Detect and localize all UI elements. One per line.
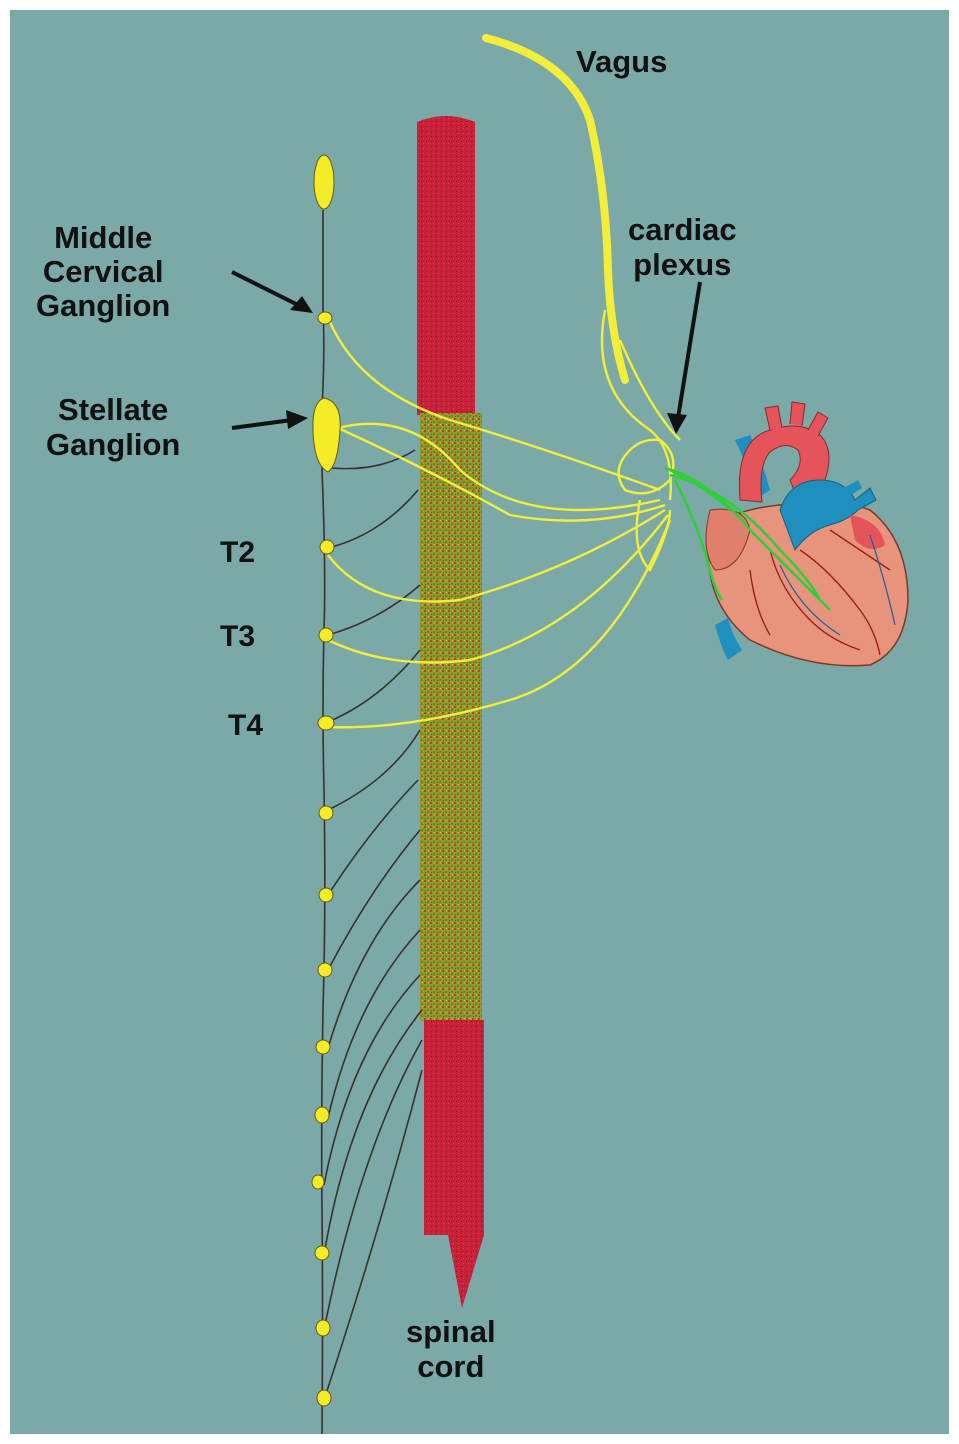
cardiac-nerves [328,310,680,727]
cardiac-nerve [328,520,670,727]
label-cardiac-plexus-line2: plexus [628,249,737,280]
label-middle-cervical-line3: Ganglion [36,290,170,321]
ramus [328,730,420,810]
arrow-cardiac-plexus [678,282,700,418]
arrow-stellate [232,420,292,428]
ganglion [315,1246,329,1260]
heart [665,402,908,666]
label-stellate-line2: Ganglion [46,429,180,460]
label-stellate-line1: Stellate [46,394,180,425]
ramus [328,930,420,1118]
arrow-cardiac-plexus-head [667,413,687,434]
ganglion-t3 [319,628,333,642]
label-cardiac-plexus-line1: cardiac [628,214,737,245]
ramus [328,490,418,548]
ganglion [318,963,332,977]
ramus [328,880,420,1048]
spinal-cord [417,116,484,1308]
ramus [328,585,420,635]
label-middle-cervical-line2: Cervical [36,256,170,287]
arrow-middle-cervical [232,272,300,306]
ramus [328,830,420,970]
vagus-nerve [486,38,625,380]
ganglion-t4 [318,716,334,730]
ganglion [319,806,333,820]
ganglion [315,1107,329,1123]
stellate-ganglion [313,398,340,472]
ramus [328,780,418,895]
spinal-cord-cervical-segment [417,116,475,415]
label-cardiac-plexus: cardiac plexus [628,214,737,280]
arrow-stellate-head [286,410,308,429]
superior-cervical-ganglion [314,155,334,209]
label-stellate-ganglion: Stellate Ganglion [46,394,180,460]
ganglion [316,1320,330,1336]
label-vagus: Vagus [576,46,667,77]
spinal-cord-lumbar-segment [424,1020,484,1308]
label-spinal-cord-line1: spinal [406,1316,496,1347]
cardiac-nerve [328,510,665,602]
ganglion-t2 [320,540,334,554]
ganglion [317,1390,331,1406]
sympathetic-chain [322,210,422,1434]
label-t3: T3 [220,622,255,652]
vagal-cardiac-branch [620,340,680,440]
ganglia [312,155,340,1406]
cardiac-nerve [338,424,660,510]
label-t4: T4 [228,711,263,741]
ganglion [319,888,333,902]
ganglion [312,1175,324,1189]
diagram-canvas: Vagus cardiac plexus Middle Cervical Gan… [10,10,949,1434]
ramus [324,1010,422,1255]
label-middle-cervical-ganglion: Middle Cervical Ganglion [36,222,170,321]
middle-cervical-ganglion [318,312,332,324]
label-spinal-cord: spinal cord [406,1316,496,1382]
label-t2: T2 [220,538,255,568]
ganglion [316,1040,330,1054]
spinal-cord-thoracic-segment [420,413,482,1021]
label-spinal-cord-line2: cord [406,1351,496,1382]
label-middle-cervical-line1: Middle [36,222,170,253]
